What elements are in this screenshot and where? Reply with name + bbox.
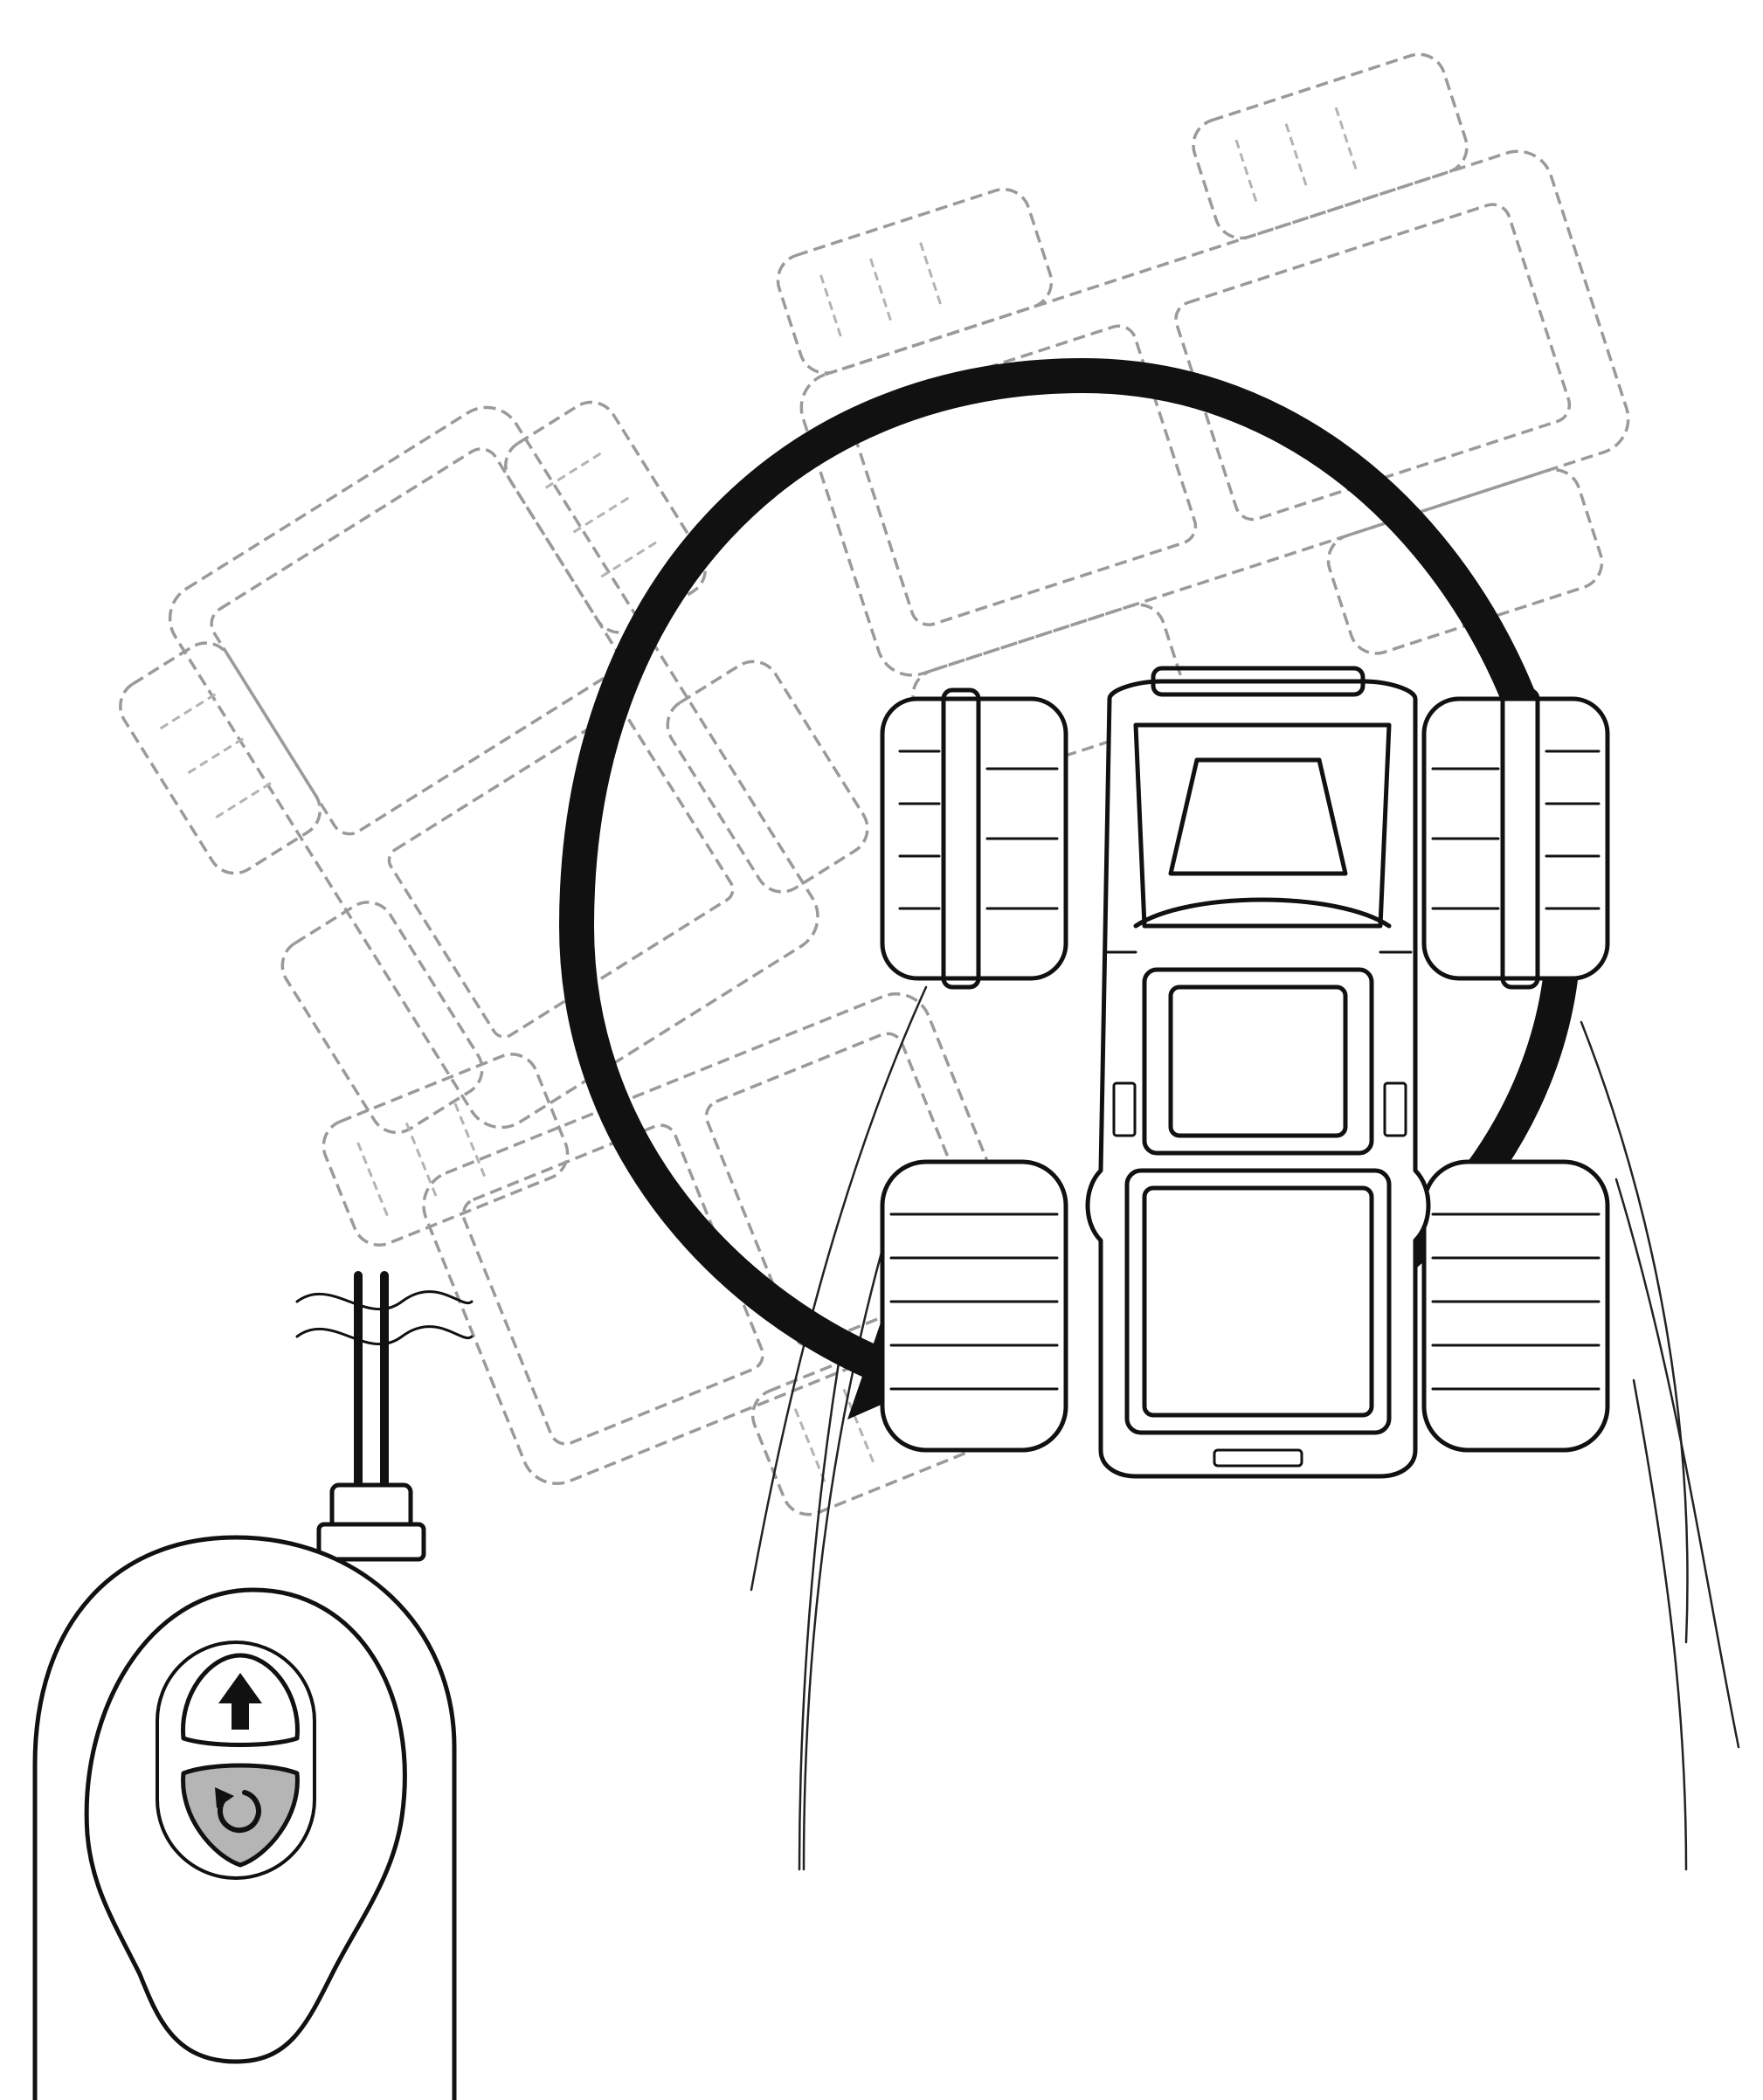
front-left-wheel xyxy=(882,690,1066,987)
rear-left-wheel xyxy=(882,1162,1066,1450)
truck-current xyxy=(882,668,1607,1476)
remote-control xyxy=(35,1275,472,2100)
rear-right-wheel xyxy=(1424,1162,1607,1450)
front-right-wheel xyxy=(1424,690,1607,987)
